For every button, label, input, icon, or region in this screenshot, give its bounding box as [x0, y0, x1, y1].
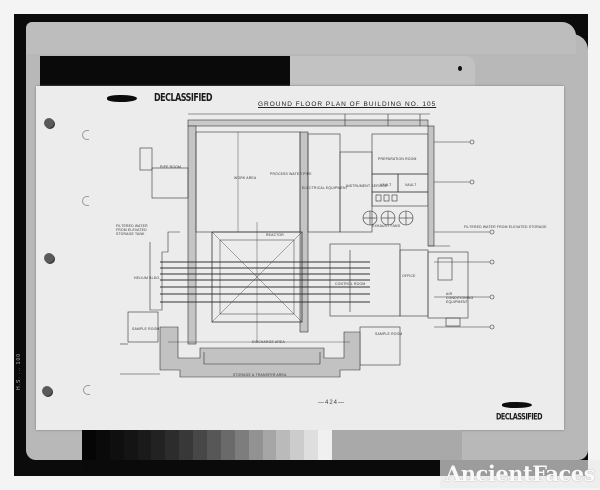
gray-step — [207, 430, 221, 460]
grayscale-calibration-strip — [82, 430, 333, 460]
label-sample-room-left: SAMPLE ROOM — [132, 327, 160, 331]
folder-tab — [26, 22, 576, 54]
page-number: —424— — [318, 400, 346, 406]
punch-hole-icon — [44, 118, 54, 128]
gray-step — [304, 430, 319, 460]
folder-lower-edge — [332, 430, 462, 460]
label-pipe-room: PIPE ROOM — [160, 165, 182, 169]
declassified-stamp-top: DECLASSIFIED — [154, 91, 212, 104]
film-edge-text: H.S. ... 100 — [16, 352, 22, 390]
label-filtered-water: FILTERED WATER FROM ELEVATED STORAGE TAN… — [116, 224, 148, 236]
label-process-water-pipe: PROCESS WATER PIPE — [270, 172, 312, 176]
redaction-mark — [502, 402, 532, 408]
floor-plan-svg — [120, 113, 495, 378]
crescent-mark-icon — [82, 130, 89, 140]
black-tab — [40, 56, 290, 88]
gray-step — [151, 430, 166, 460]
label-discharge-area: DISCHARGE AREA — [252, 340, 285, 344]
watermark: AncientFaces — [440, 460, 600, 488]
gray-step — [95, 430, 110, 460]
gray-step — [276, 430, 291, 460]
gray-step — [109, 430, 124, 460]
label-control-room: CONTROL ROOM — [335, 282, 366, 286]
gray-step — [82, 430, 96, 460]
crescent-mark-icon — [82, 196, 89, 206]
label-work-area: WORK AREA — [234, 176, 257, 180]
gray-step — [179, 430, 194, 460]
gray-step — [165, 430, 180, 460]
label-preparation-room: PREPARATION ROOM — [378, 157, 417, 161]
punch-hole-icon — [42, 386, 52, 396]
label-vault-2: VAULT — [405, 183, 417, 187]
label-instrument-service: INSTRUMENT SERVICE — [346, 184, 388, 188]
gray-step — [262, 430, 277, 460]
floor-plan-drawing — [120, 112, 500, 397]
document-title: GROUND FLOOR PLAN OF BUILDING NO. 105 — [258, 101, 437, 108]
label-air-conditioning-equipment: AIR CONDITIONING EQUIPMENT — [446, 292, 474, 304]
gray-step — [123, 430, 138, 460]
tab-hole — [458, 66, 462, 71]
label-sample-room-right: SAMPLE ROOM — [375, 332, 403, 336]
gray-step — [137, 430, 152, 460]
label-filtered-water-right: FILTERED WATER FROM ELEVATED STORAGE — [464, 225, 547, 229]
label-exhaust-fans: EXHAUST FANS — [372, 224, 401, 228]
label-vault-1: VAULT — [380, 183, 392, 187]
label-reactor: REACTOR — [266, 233, 284, 237]
gray-step — [234, 430, 249, 460]
redaction-mark — [107, 95, 137, 102]
crescent-mark-icon — [83, 385, 90, 395]
gray-tab — [290, 56, 475, 86]
label-storage-transfer-area: STORAGE & TRANSFER AREA — [233, 373, 287, 377]
label-office: OFFICE — [402, 274, 416, 278]
punch-hole-icon — [44, 253, 54, 263]
gray-step — [318, 430, 333, 460]
declassified-stamp-bottom: DECLASSIFIED — [496, 411, 542, 423]
gray-step — [290, 430, 305, 460]
gray-step — [193, 430, 208, 460]
gray-step — [220, 430, 235, 460]
label-electrical-equipment: ELECTRICAL EQUIPMENT — [302, 186, 348, 190]
label-helium-bldg: HELIUM BLDG. — [134, 276, 161, 280]
gray-step — [248, 430, 263, 460]
